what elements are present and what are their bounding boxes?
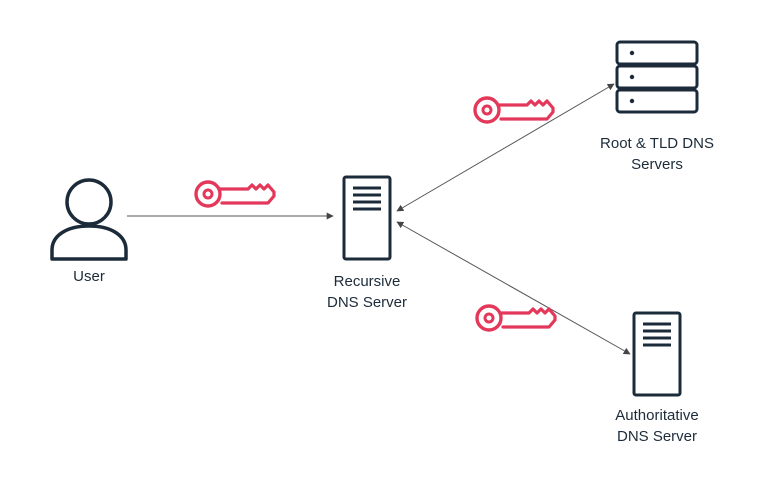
user-icon — [50, 178, 128, 261]
root-tld-label-line2: Servers — [631, 156, 683, 173]
edge-recursive-root — [396, 83, 615, 212]
recursive-label-line2: DNS Server — [326, 294, 408, 311]
key-icon — [194, 180, 276, 208]
key-icon — [475, 304, 557, 332]
authoritative-label-line1: Authoritative — [615, 407, 699, 424]
edge-recursive-authoritative — [396, 221, 631, 355]
node-label-recursive: Recursive DNS Server — [307, 271, 427, 313]
user-label: User — [73, 268, 105, 285]
node-label-user: User — [54, 266, 124, 287]
recursive-label-line1: Recursive — [333, 273, 401, 290]
node-label-authoritative: Authoritative DNS Server — [597, 405, 717, 447]
root-tld-label-line1: Root & TLD DNS — [600, 135, 714, 152]
key-icon — [473, 96, 555, 124]
server-icon — [632, 311, 682, 397]
server-stack-icon — [615, 40, 699, 114]
node-label-root-tld: Root & TLD DNS Servers — [587, 133, 727, 175]
server-icon — [342, 175, 392, 261]
authoritative-label-line2: DNS Server — [616, 428, 698, 445]
